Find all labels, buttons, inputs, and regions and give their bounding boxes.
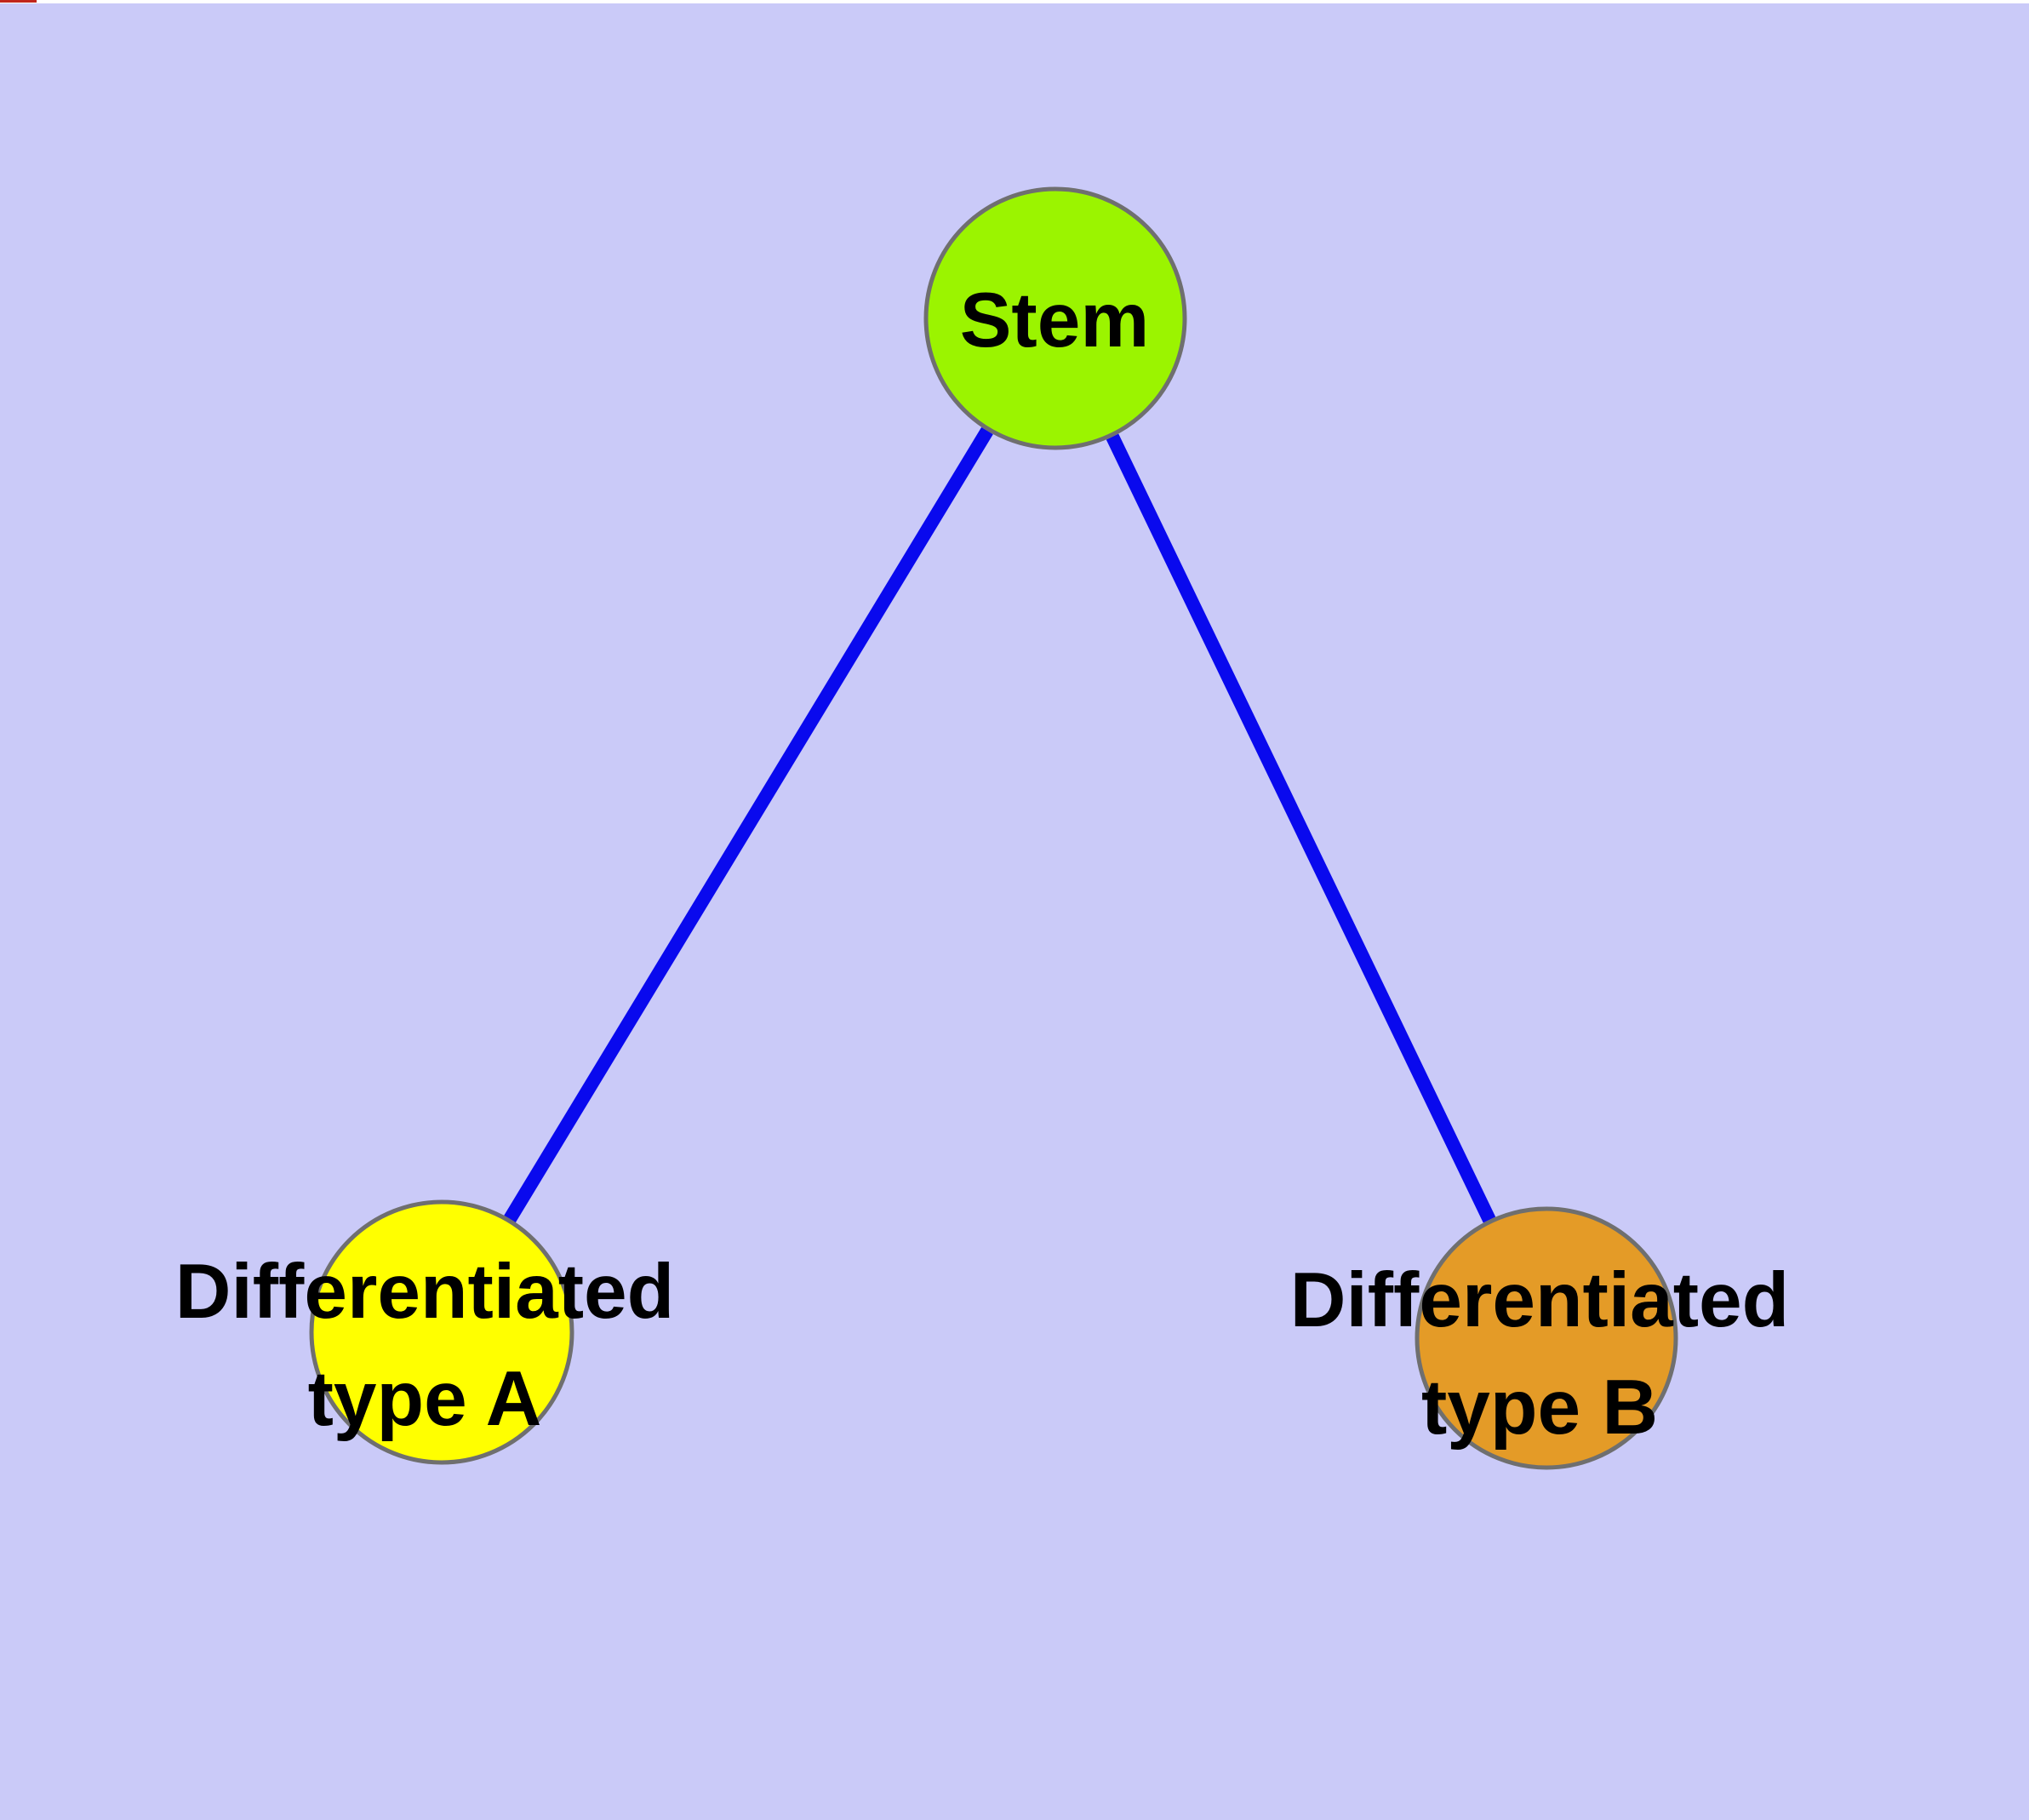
top-edge-margin [0, 0, 2029, 3]
type-a-node-circle [309, 1199, 574, 1465]
top-left-corner-artifact [0, 0, 37, 3]
type-b-label-line-1: Differentiated [1290, 1257, 1790, 1343]
edge-stem-to-type-b [1106, 433, 1496, 1223]
type-a-label-line-1: Differentiated [175, 1249, 675, 1335]
type-a-label-line-2: type A [308, 1356, 542, 1442]
type-a-node: Differentiated type A [175, 1199, 675, 1465]
type-b-label-line-2: type B [1421, 1365, 1658, 1451]
type-b-node: Differentiated type B [1290, 1206, 1790, 1470]
stem-node-circle [923, 186, 1187, 450]
edge-stem-to-type-a [504, 426, 993, 1223]
stem-node: Stem [923, 186, 1187, 450]
type-b-node-circle [1415, 1206, 1678, 1470]
stem-node-label: Stem [960, 278, 1150, 363]
